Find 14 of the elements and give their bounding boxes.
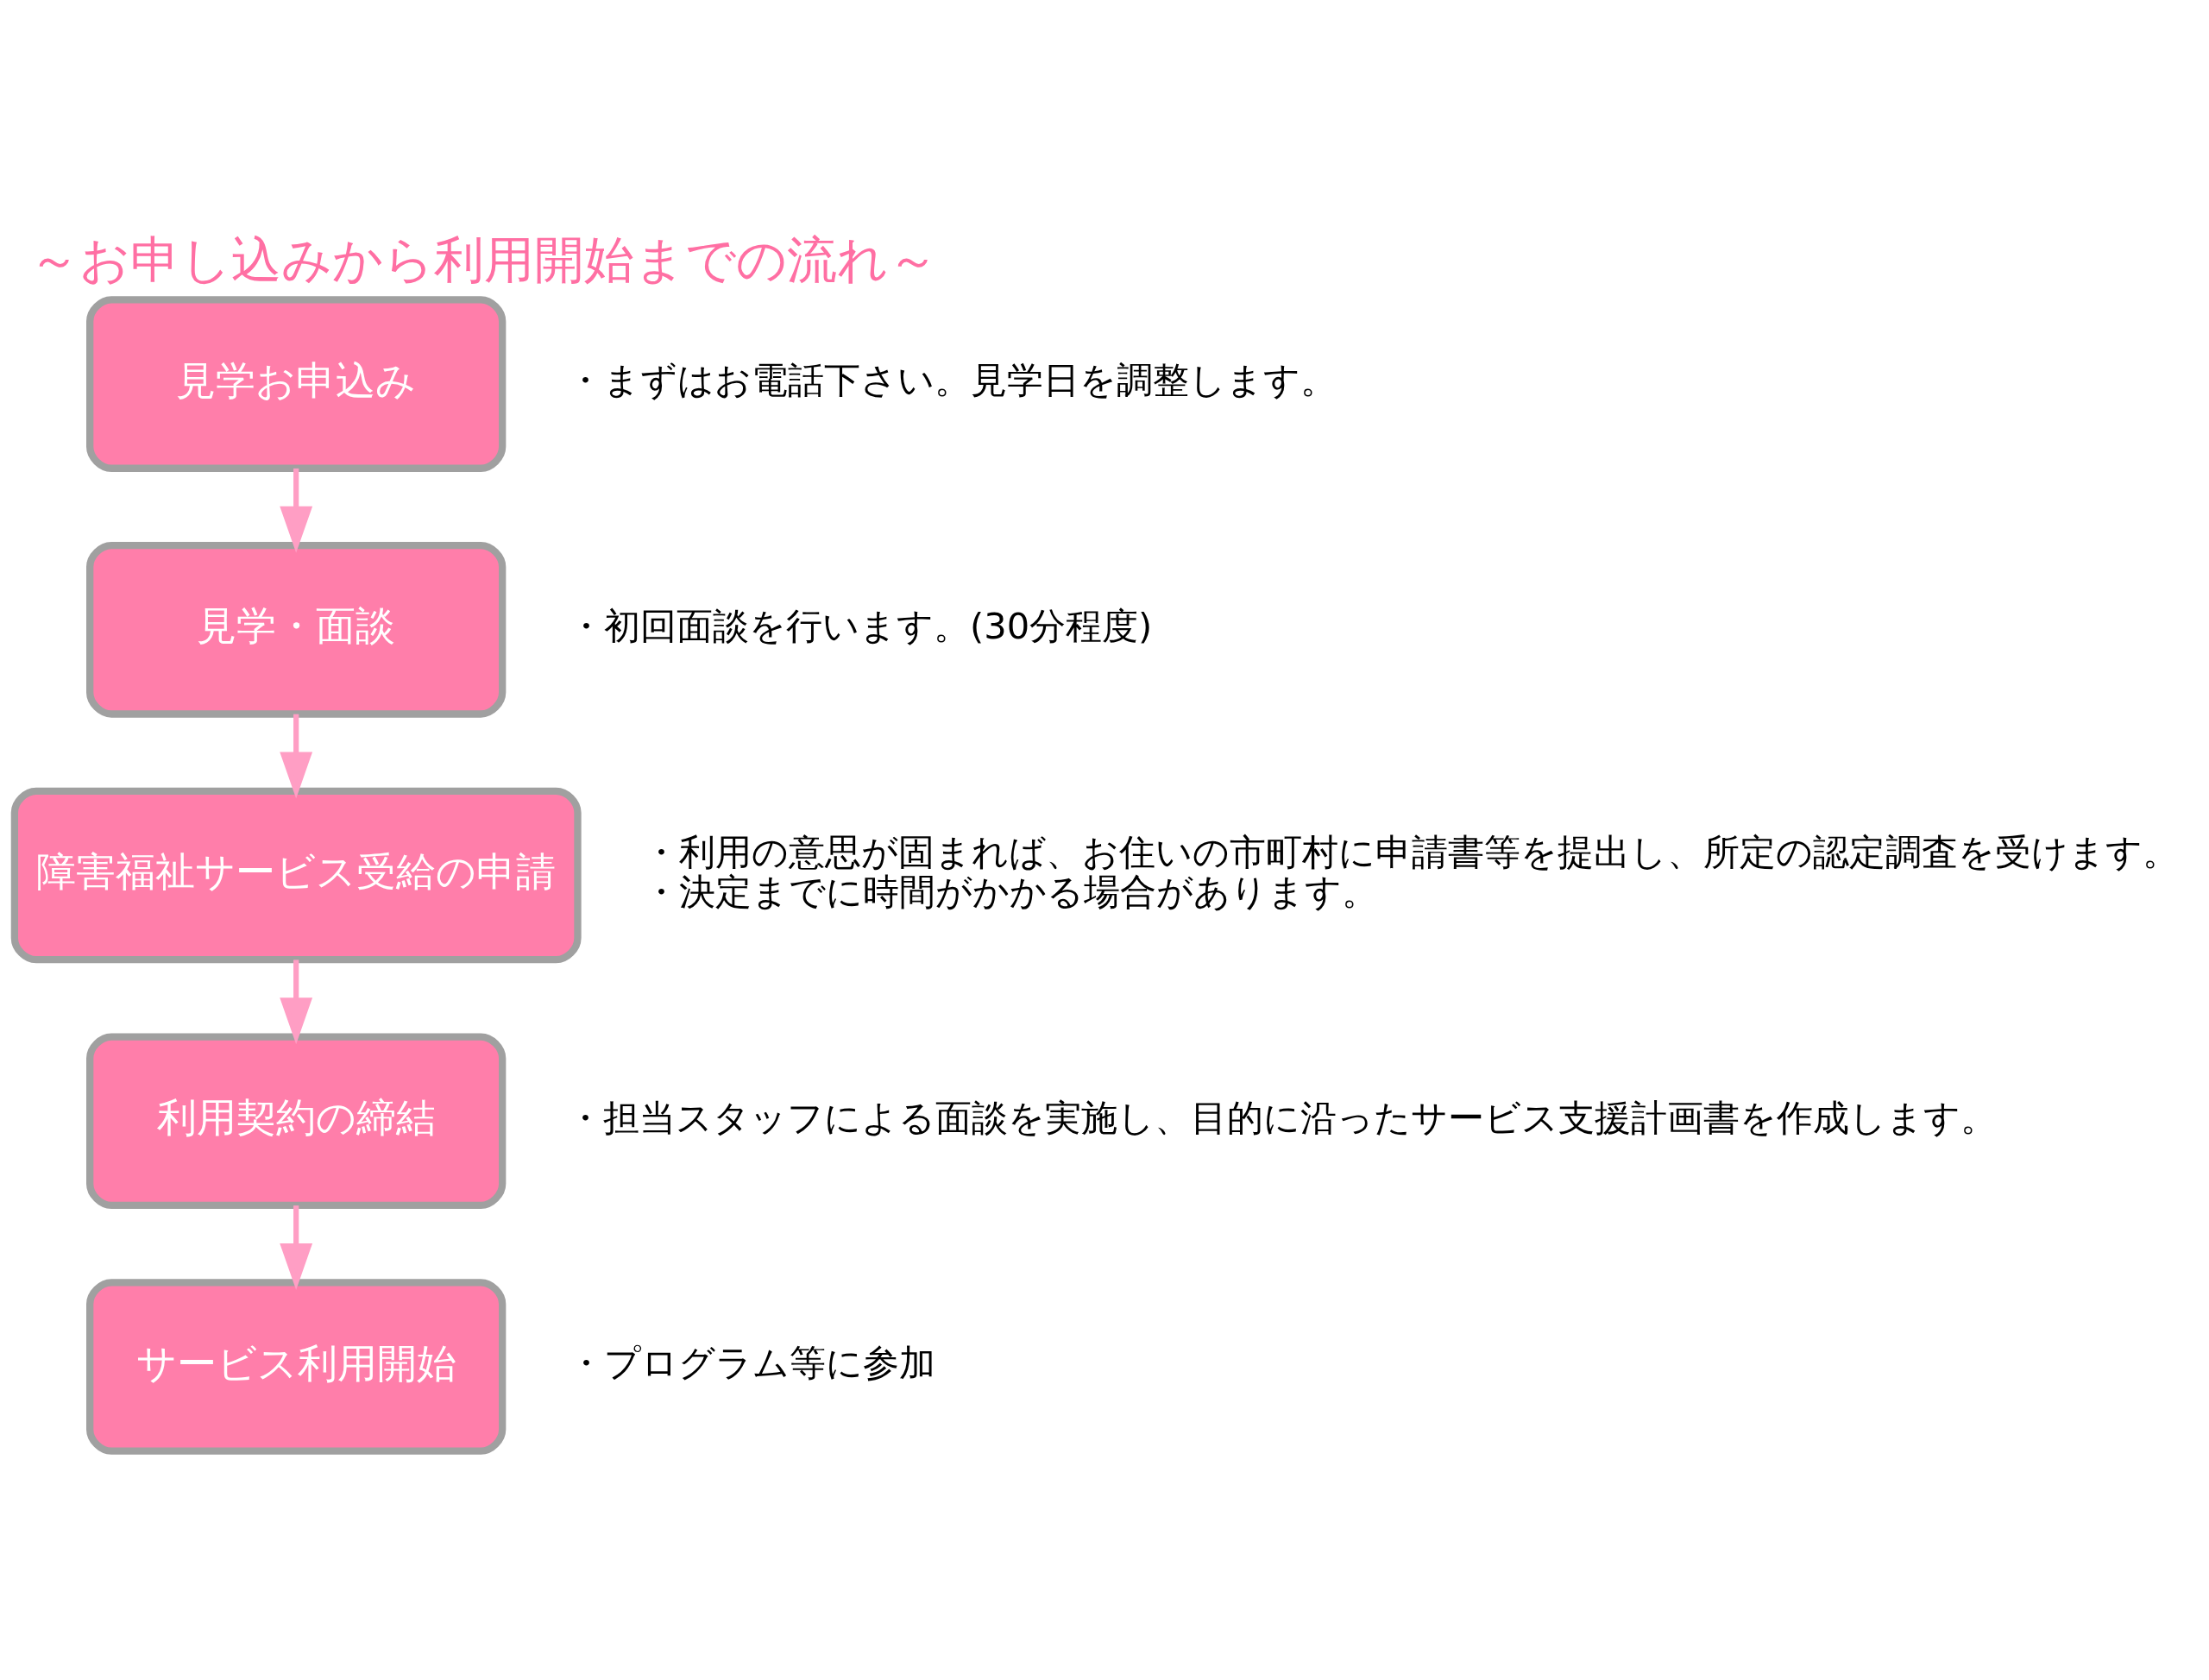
node-box: 利用契約の締結 <box>86 1032 507 1209</box>
node-box: サービス利用開始 <box>86 1278 507 1455</box>
node-box: 見学・面談 <box>86 541 507 718</box>
arrow <box>280 1205 313 1290</box>
node-label: ・まずはお電話下さい。見学日を調整します。 <box>567 358 1337 401</box>
node-label: ・プログラム等に参加 <box>568 1341 936 1384</box>
arrow <box>280 714 313 799</box>
node-label: ・担当スタッフによる面談を実施し、目的に沿ったサービス支援計画書を作成します。 <box>567 1096 1998 1139</box>
arrow <box>280 468 313 553</box>
node-label: ・初回面談を行います。(30分程度) <box>568 604 1153 647</box>
diagram-title: ～お申し込みから利用開始までの流れ～ <box>28 230 938 289</box>
node-box: 障害福祉サービス受給の申請 <box>10 787 582 963</box>
node-box: 見学お申込み <box>86 295 507 472</box>
arrow <box>280 959 313 1044</box>
